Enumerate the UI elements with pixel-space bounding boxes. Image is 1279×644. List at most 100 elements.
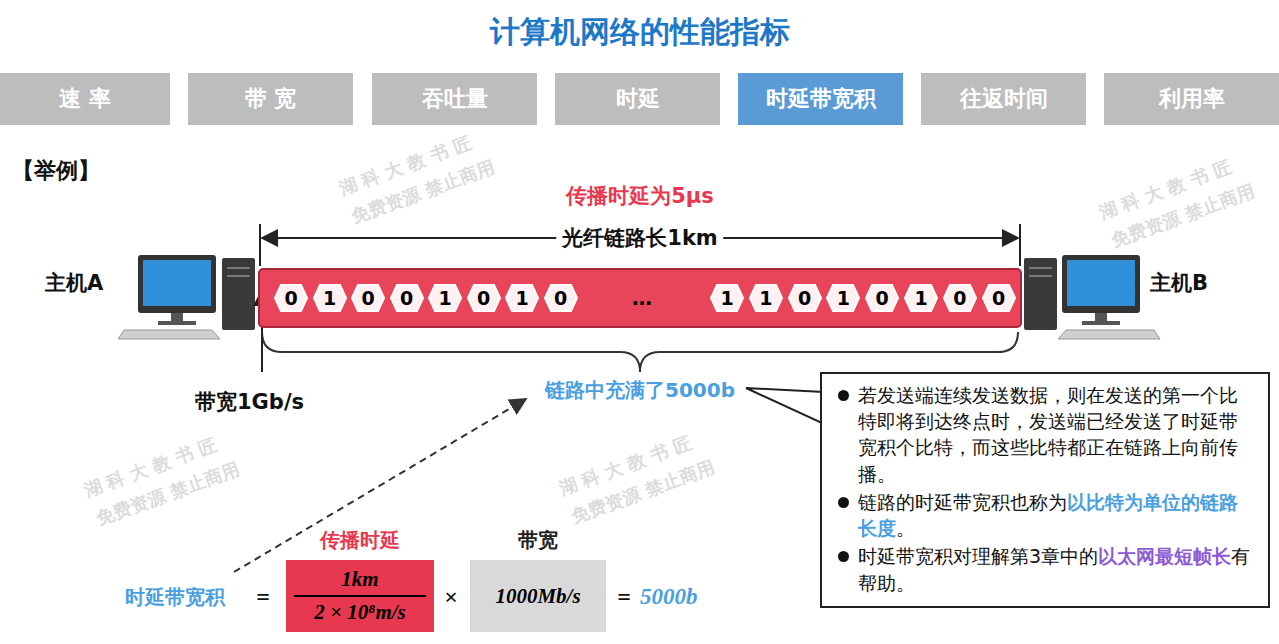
bit-cell: 0 bbox=[788, 284, 822, 312]
hexagon bbox=[352, 285, 384, 311]
note-text: 以太网最短帧长 bbox=[1098, 545, 1231, 567]
host-b-computer bbox=[1024, 255, 1160, 339]
hexagon bbox=[827, 285, 859, 311]
section-heading: 【举例】 bbox=[12, 156, 100, 186]
bit-value: 0 bbox=[992, 287, 1005, 309]
bit-value: 1 bbox=[515, 287, 528, 309]
stand bbox=[171, 313, 183, 322]
hexagon bbox=[905, 285, 937, 311]
bit-cell: 0 bbox=[274, 284, 308, 312]
bullet-item: 若发送端连续发送数据，则在发送的第一个比特即将到达终点时，发送端已经发送了时延带… bbox=[836, 382, 1254, 487]
screen bbox=[1067, 260, 1135, 306]
monitor bbox=[1062, 255, 1140, 313]
drive-slot bbox=[1029, 275, 1052, 277]
hexagon bbox=[866, 285, 898, 311]
bullet-item: 时延带宽积对理解第3章中的以太网最短帧长有帮助。 bbox=[836, 543, 1254, 595]
bit-value: 1 bbox=[759, 287, 772, 309]
hexagon bbox=[944, 285, 976, 311]
hexagon bbox=[429, 285, 461, 311]
bullet-dot bbox=[838, 551, 849, 562]
hexagon bbox=[789, 285, 821, 311]
hexagon bbox=[314, 285, 346, 311]
bit-cell: 1 bbox=[710, 284, 744, 312]
hexagon bbox=[506, 285, 538, 311]
host-label: 主机B bbox=[1150, 269, 1208, 297]
tower bbox=[222, 258, 255, 330]
bit-value: 0 bbox=[284, 287, 297, 309]
bit-cell: 0 bbox=[390, 284, 424, 312]
stand-base bbox=[158, 321, 196, 325]
bit-cell: 0 bbox=[544, 284, 578, 312]
bit-cell: 1 bbox=[313, 284, 347, 312]
tab-label: 时延 bbox=[616, 84, 660, 114]
bandwidth-label: 带宽1Gb/s bbox=[195, 388, 304, 416]
tab-label: 利用率 bbox=[1159, 84, 1225, 114]
bit-value: 0 bbox=[477, 287, 490, 309]
delay-note: 传播时延为5μs bbox=[566, 182, 714, 210]
host-a-computer bbox=[118, 255, 255, 339]
keyboard bbox=[118, 330, 220, 339]
formula-term: 1000Mb/s bbox=[495, 584, 580, 609]
bit-value: 0 bbox=[554, 287, 567, 309]
bit-cell: 0 bbox=[467, 284, 501, 312]
hexagon bbox=[983, 285, 1015, 311]
callout-pointer bbox=[746, 388, 824, 424]
fiber-link: 0100101011010100… bbox=[258, 268, 1022, 328]
bit-cell: 0 bbox=[865, 284, 899, 312]
formula-term: 2 × 10⁸m/s bbox=[314, 597, 406, 625]
box-heading: 传播时延 bbox=[320, 527, 400, 554]
tab-label: 吞吐量 bbox=[422, 84, 488, 114]
hexagon bbox=[750, 285, 782, 311]
host-label: 主机A bbox=[45, 269, 103, 297]
tab-label: 带 宽 bbox=[245, 84, 297, 114]
bit-value: 1 bbox=[837, 287, 850, 309]
bit-value: 1 bbox=[720, 287, 733, 309]
formula-name: 时延带宽积 bbox=[125, 584, 225, 611]
note-callout: 若发送端连续发送数据，则在发送的第一个比特即将到达终点时，发送端已经发送了时延带… bbox=[820, 372, 1270, 608]
dashed-arrow bbox=[234, 399, 526, 572]
tab-label: 速 率 bbox=[59, 84, 111, 114]
bit-cell: 1 bbox=[505, 284, 539, 312]
bit-cell: 0 bbox=[982, 284, 1016, 312]
formula-term: 1km bbox=[294, 567, 426, 597]
bit-value: 1 bbox=[323, 287, 336, 309]
drive-slot bbox=[227, 275, 250, 277]
bit-cell: 0 bbox=[351, 284, 385, 312]
page-title: 计算机网络的性能指标 bbox=[0, 12, 1279, 53]
bit-value: 1 bbox=[438, 287, 451, 309]
dimension-tick bbox=[1019, 224, 1021, 266]
keyboard bbox=[1058, 330, 1160, 339]
formula-result: 5000b bbox=[640, 584, 698, 610]
hexagon bbox=[468, 285, 500, 311]
bit-cell: 1 bbox=[749, 284, 783, 312]
note-text: 时延带宽积对理解第3章中的 bbox=[858, 545, 1098, 567]
bullet-item: 链路的时延带宽积也称为以比特为单位的链路长度。 bbox=[836, 489, 1254, 541]
hexagon bbox=[391, 285, 423, 311]
equals-sign: = bbox=[256, 584, 270, 611]
bit-value: 0 bbox=[953, 287, 966, 309]
bullet-dot bbox=[838, 390, 849, 401]
bit-value: 0 bbox=[400, 287, 413, 309]
bullet-dot bbox=[838, 497, 849, 508]
tab-label: 往返时间 bbox=[960, 84, 1048, 114]
bit-value: 0 bbox=[876, 287, 889, 309]
brace bbox=[262, 332, 1018, 372]
monitor bbox=[138, 255, 216, 313]
nav-tab: 吞吐量 bbox=[372, 73, 537, 125]
screen bbox=[143, 260, 211, 306]
drive-slot bbox=[1029, 267, 1052, 269]
drive-slot bbox=[227, 267, 250, 269]
stand bbox=[1095, 313, 1107, 322]
note-text: 。 bbox=[896, 517, 915, 539]
note-text: 若发送端连续发送数据，则在发送的第一个比特即将到达终点时，发送端已经发送了时延带… bbox=[858, 384, 1238, 485]
nav-tab: 往返时间 bbox=[921, 73, 1086, 125]
note-text: 链路的时延带宽积也称为 bbox=[858, 491, 1067, 513]
hexagon bbox=[545, 285, 577, 311]
nav-tab: 时延带宽积 bbox=[738, 73, 903, 125]
bandwidth-box: 带宽1000Mb/s bbox=[470, 560, 606, 632]
bit-value: 0 bbox=[361, 287, 374, 309]
hexagon bbox=[711, 285, 743, 311]
bit-cell: 1 bbox=[826, 284, 860, 312]
